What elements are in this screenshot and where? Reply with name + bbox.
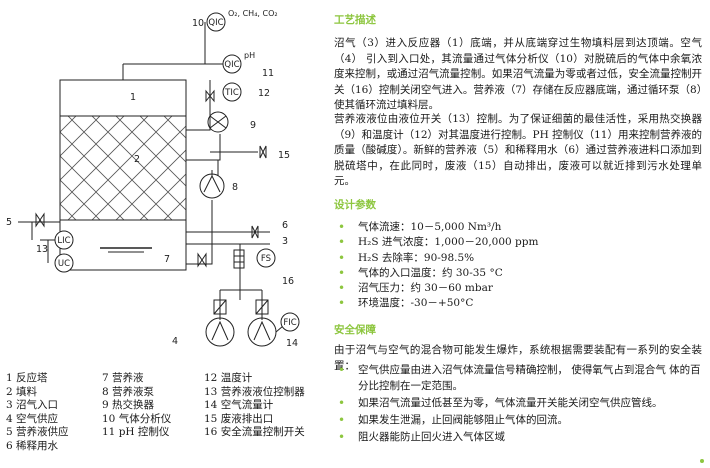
callout-14: 14	[286, 338, 298, 349]
list-item: •沼气压力：约 30－60 mbar	[338, 281, 493, 296]
callout-3: 3	[282, 236, 288, 247]
callout-9: 9	[250, 120, 256, 131]
qic-top-instrument: QIC	[208, 18, 223, 28]
list-item: •气体流速：10－5,000 Nm³/h	[338, 220, 502, 234]
list-item: •气体的入口温度：约 30-35 °C	[338, 265, 503, 280]
corner-mark	[700, 459, 704, 463]
list-item: •阻火器能防止回火进入气体区域	[338, 430, 505, 444]
fs-instrument: FS	[261, 254, 271, 264]
legend-item: 13 营养液液位控制器	[204, 385, 305, 398]
blower-1-symbol	[205, 317, 235, 347]
valve-recirc	[205, 89, 215, 103]
params-title: 设计参数	[334, 199, 376, 211]
process-diagram: QIC QIC TIC LIC UC FS FIC O₂, CH₄, CO₂ p…	[6, 9, 300, 349]
callout-1: 1	[130, 92, 136, 103]
process-title: 工艺描述	[334, 14, 376, 26]
callout-8: 8	[232, 182, 238, 193]
list-item: •如果发生泄漏，止回阀能够阻止气体的回流。	[338, 413, 568, 427]
callout-11: 11	[262, 68, 274, 79]
legend-item: 6 稀释用水	[6, 439, 59, 452]
pump-symbol	[199, 173, 225, 199]
packing-layer	[59, 115, 187, 221]
legend-item: 8 营养液泵	[102, 385, 155, 398]
ph-label: pH	[244, 51, 255, 60]
valve-air	[35, 212, 45, 228]
callout-12: 12	[258, 88, 270, 99]
legend-item: 4 空气供应	[6, 412, 59, 425]
callout-4: 4	[172, 336, 178, 347]
params-list: •气体流速：10－5,000 Nm³/h •H₂S 进气浓度：1,000－20,…	[334, 220, 704, 312]
legend-item: 11 pH 控制仪	[102, 426, 170, 439]
qic-ph-instrument: QIC	[224, 60, 239, 70]
legend-item: 9 热交换器	[102, 399, 155, 412]
safety-list: •空气供应量由进入沼气体流量信号精确控制， 使得氧气占到混合气 体的百分比控制在…	[334, 362, 704, 446]
callout-6: 6	[282, 220, 288, 231]
fic-instrument: FIC	[283, 318, 296, 328]
component-legend: 1 反应塔 7 营养液 12 温度计 2 填料 8 营养液泵 13 营养液液位控…	[6, 372, 322, 454]
process-paragraph-2: 营养液液位由液位开关（13）控制。为了保证细菌的最佳活性，采用热交换器 （9）和…	[334, 113, 702, 188]
callout-5: 5	[6, 217, 12, 228]
legend-item: 1 反应塔	[6, 372, 48, 384]
list-item: •如果沼气流量过低甚至为零，气体流量开关能关闭空气供应管线。	[338, 396, 663, 410]
legend-item: 16 安全流量控制开关	[204, 426, 305, 439]
callout-10: 10	[192, 18, 204, 29]
heat-exchanger-symbol	[207, 111, 229, 133]
legend-item: 12 温度计	[204, 372, 253, 384]
legend-item: 5 营养液供应	[6, 426, 69, 439]
tic-instrument: TIC	[224, 88, 239, 98]
callout-7: 7	[164, 254, 170, 265]
gases-label: O₂, CH₄, CO₂	[228, 9, 278, 18]
legend-item: 7 营养液	[102, 372, 144, 384]
uc-instrument: UC	[58, 259, 70, 269]
list-item: •空气供应量由进入沼气体流量信号精确控制， 使得氧气占到混合气 体的百分比控制在…	[338, 363, 701, 392]
process-paragraph-1: 沼气（3）进入反应器（1）底端，并从底端穿过生物填料层到达顶端。空气（4） 引入…	[334, 37, 702, 112]
callout-2: 2	[134, 154, 140, 165]
callout-15: 15	[278, 150, 290, 161]
safety-title: 安全保障	[334, 324, 376, 336]
callout-13: 13	[36, 244, 48, 255]
list-item: •环境温度：-30－+50°C	[338, 296, 474, 311]
legend-item: 14 空气流量计	[204, 399, 274, 412]
callout-16: 16	[282, 276, 294, 287]
list-item: •H₂S 去除率：90-98.5%	[338, 250, 475, 265]
legend-item: 2 填料	[6, 385, 38, 398]
legend-item: 15 废液排出口	[204, 412, 274, 425]
list-item: •H₂S 进气浓度：1,000－20,000 ppm	[338, 235, 539, 250]
legend-item: 3 沼气入口	[6, 399, 59, 412]
safety-intro: 由于沼气与空气的混合物可能发生爆炸，系统根据需要装配有一系列的安全装置：	[334, 344, 702, 372]
lic-instrument: LIC	[57, 236, 70, 246]
legend-item: 10 气体分析仪	[102, 412, 172, 425]
